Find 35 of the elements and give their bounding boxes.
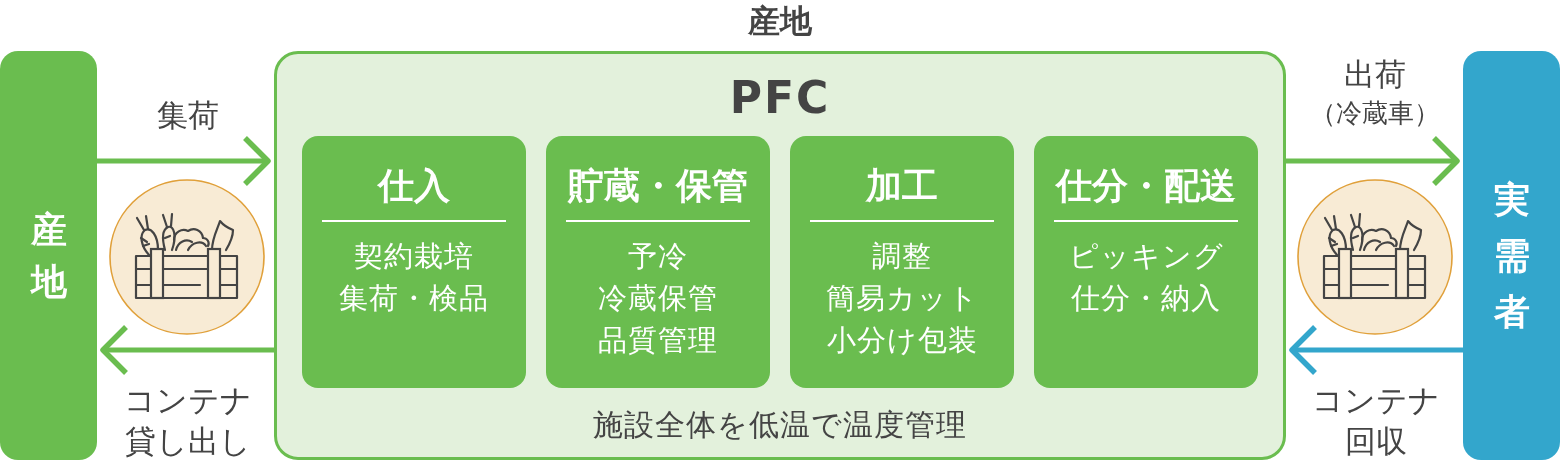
actor-box [0, 51, 97, 460]
card-heading: 加工 [866, 164, 938, 208]
note-label: （冷蔵車） [1310, 97, 1440, 129]
arrow [97, 135, 271, 187]
task-item: 品質管理 [598, 321, 718, 359]
card-heading: 仕分・配送 [1056, 164, 1236, 208]
panel-note: 施設全体を低温で温度管理 [593, 407, 967, 443]
task-item: ピッキング [1068, 237, 1224, 275]
arrow [1289, 324, 1463, 376]
edge-label: 出荷 [1344, 55, 1406, 93]
actor-box [1463, 51, 1560, 460]
facility-panel [274, 51, 1286, 460]
panel-heading: PFC [729, 73, 831, 123]
process-card [546, 136, 770, 388]
edge-label: 集荷 [157, 96, 219, 134]
task-item: 予冷 [628, 237, 688, 275]
arrow [1286, 135, 1460, 187]
task-item: 調整 [872, 237, 932, 275]
process-card [790, 136, 1014, 388]
task-item: 契約栽培 [354, 237, 474, 275]
card-heading: 仕入 [378, 164, 450, 208]
task-item: 簡易カット [825, 279, 979, 317]
vertical-label: 実需者 [1493, 177, 1530, 334]
diagram-title: 産地 [748, 1, 812, 41]
task-item: 仕分・納入 [1071, 279, 1221, 317]
vertical-label: 産地 [30, 207, 67, 304]
task-item: 集荷・検品 [339, 279, 489, 317]
card-heading: 貯蔵・保管 [568, 164, 748, 208]
arrow [100, 324, 274, 376]
process-card [302, 136, 526, 388]
process-card [1034, 136, 1258, 388]
task-item: 小分け包装 [826, 321, 978, 359]
edge-label: コンテナ回収 [1311, 381, 1442, 461]
edge-label: コンテナ貸し出し [123, 381, 254, 461]
task-item: 冷蔵保管 [598, 279, 718, 317]
